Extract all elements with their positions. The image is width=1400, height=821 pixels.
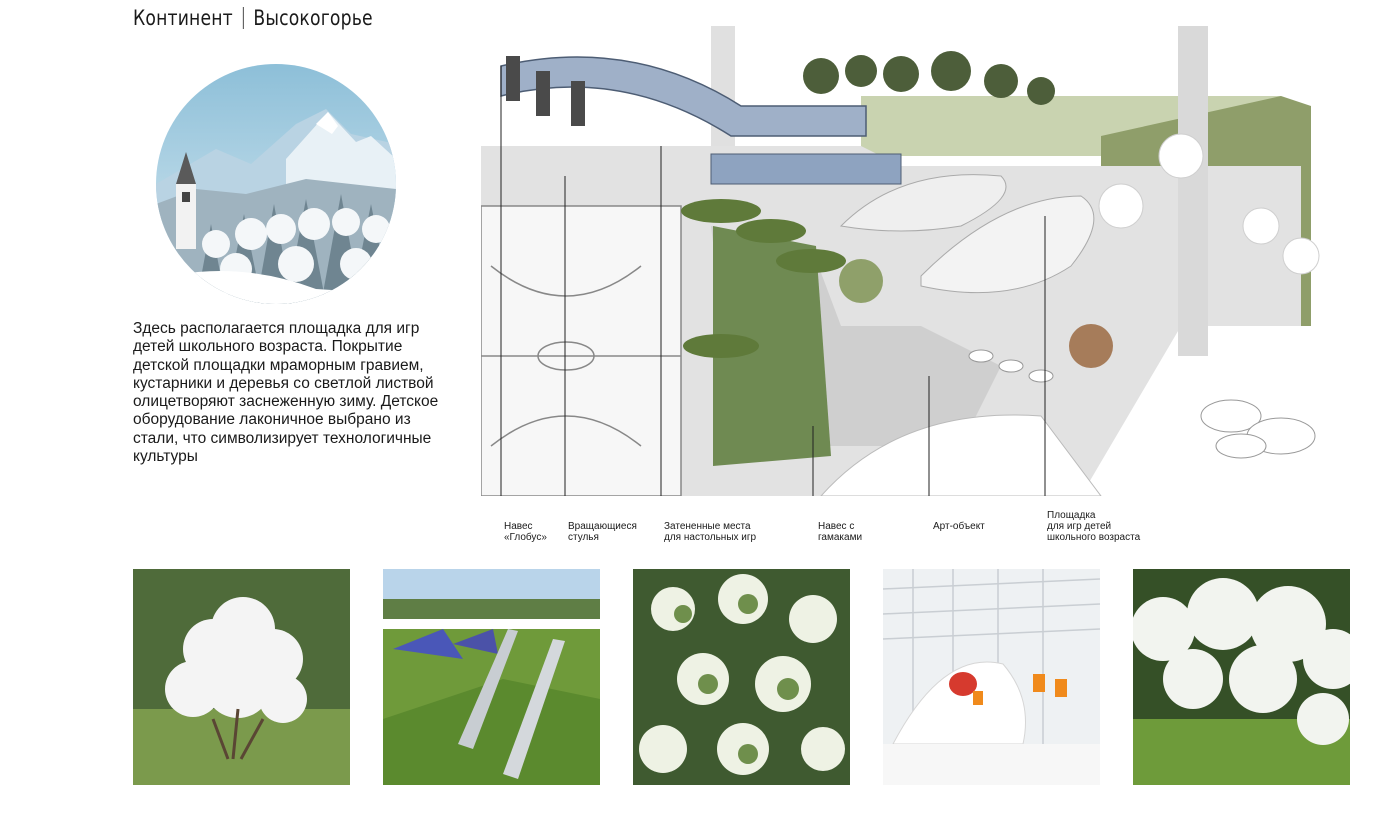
photo-white-shrub	[133, 569, 350, 785]
title-region: Высокогорье	[253, 6, 373, 30]
label-rotating-chairs: Вращающиеся стулья	[568, 521, 637, 543]
label-art-object: Арт-объект	[933, 521, 985, 532]
photo-spirea-bush	[1133, 569, 1350, 785]
photo-variegated-leaves	[633, 569, 850, 785]
description-text: Здесь располагается площадка для игр дет…	[133, 320, 439, 466]
page-title: Континент Высокогорье	[133, 6, 373, 30]
label-shaded-tables: Затененные места для настольных игр	[664, 521, 757, 543]
photo-slides-playground	[383, 569, 600, 785]
label-school-playground: Площадка для игр детей школьного возраст…	[1047, 510, 1141, 543]
title-divider	[242, 7, 244, 29]
mountain-photo	[156, 64, 396, 304]
site-plan-illustration	[481, 26, 1350, 496]
label-globus-canopy: Навес «Глобус»	[504, 521, 547, 543]
label-hammock-canopy: Навес с гамаками	[818, 521, 863, 543]
title-continent: Континент	[133, 6, 233, 30]
photo-art-object	[883, 569, 1100, 785]
